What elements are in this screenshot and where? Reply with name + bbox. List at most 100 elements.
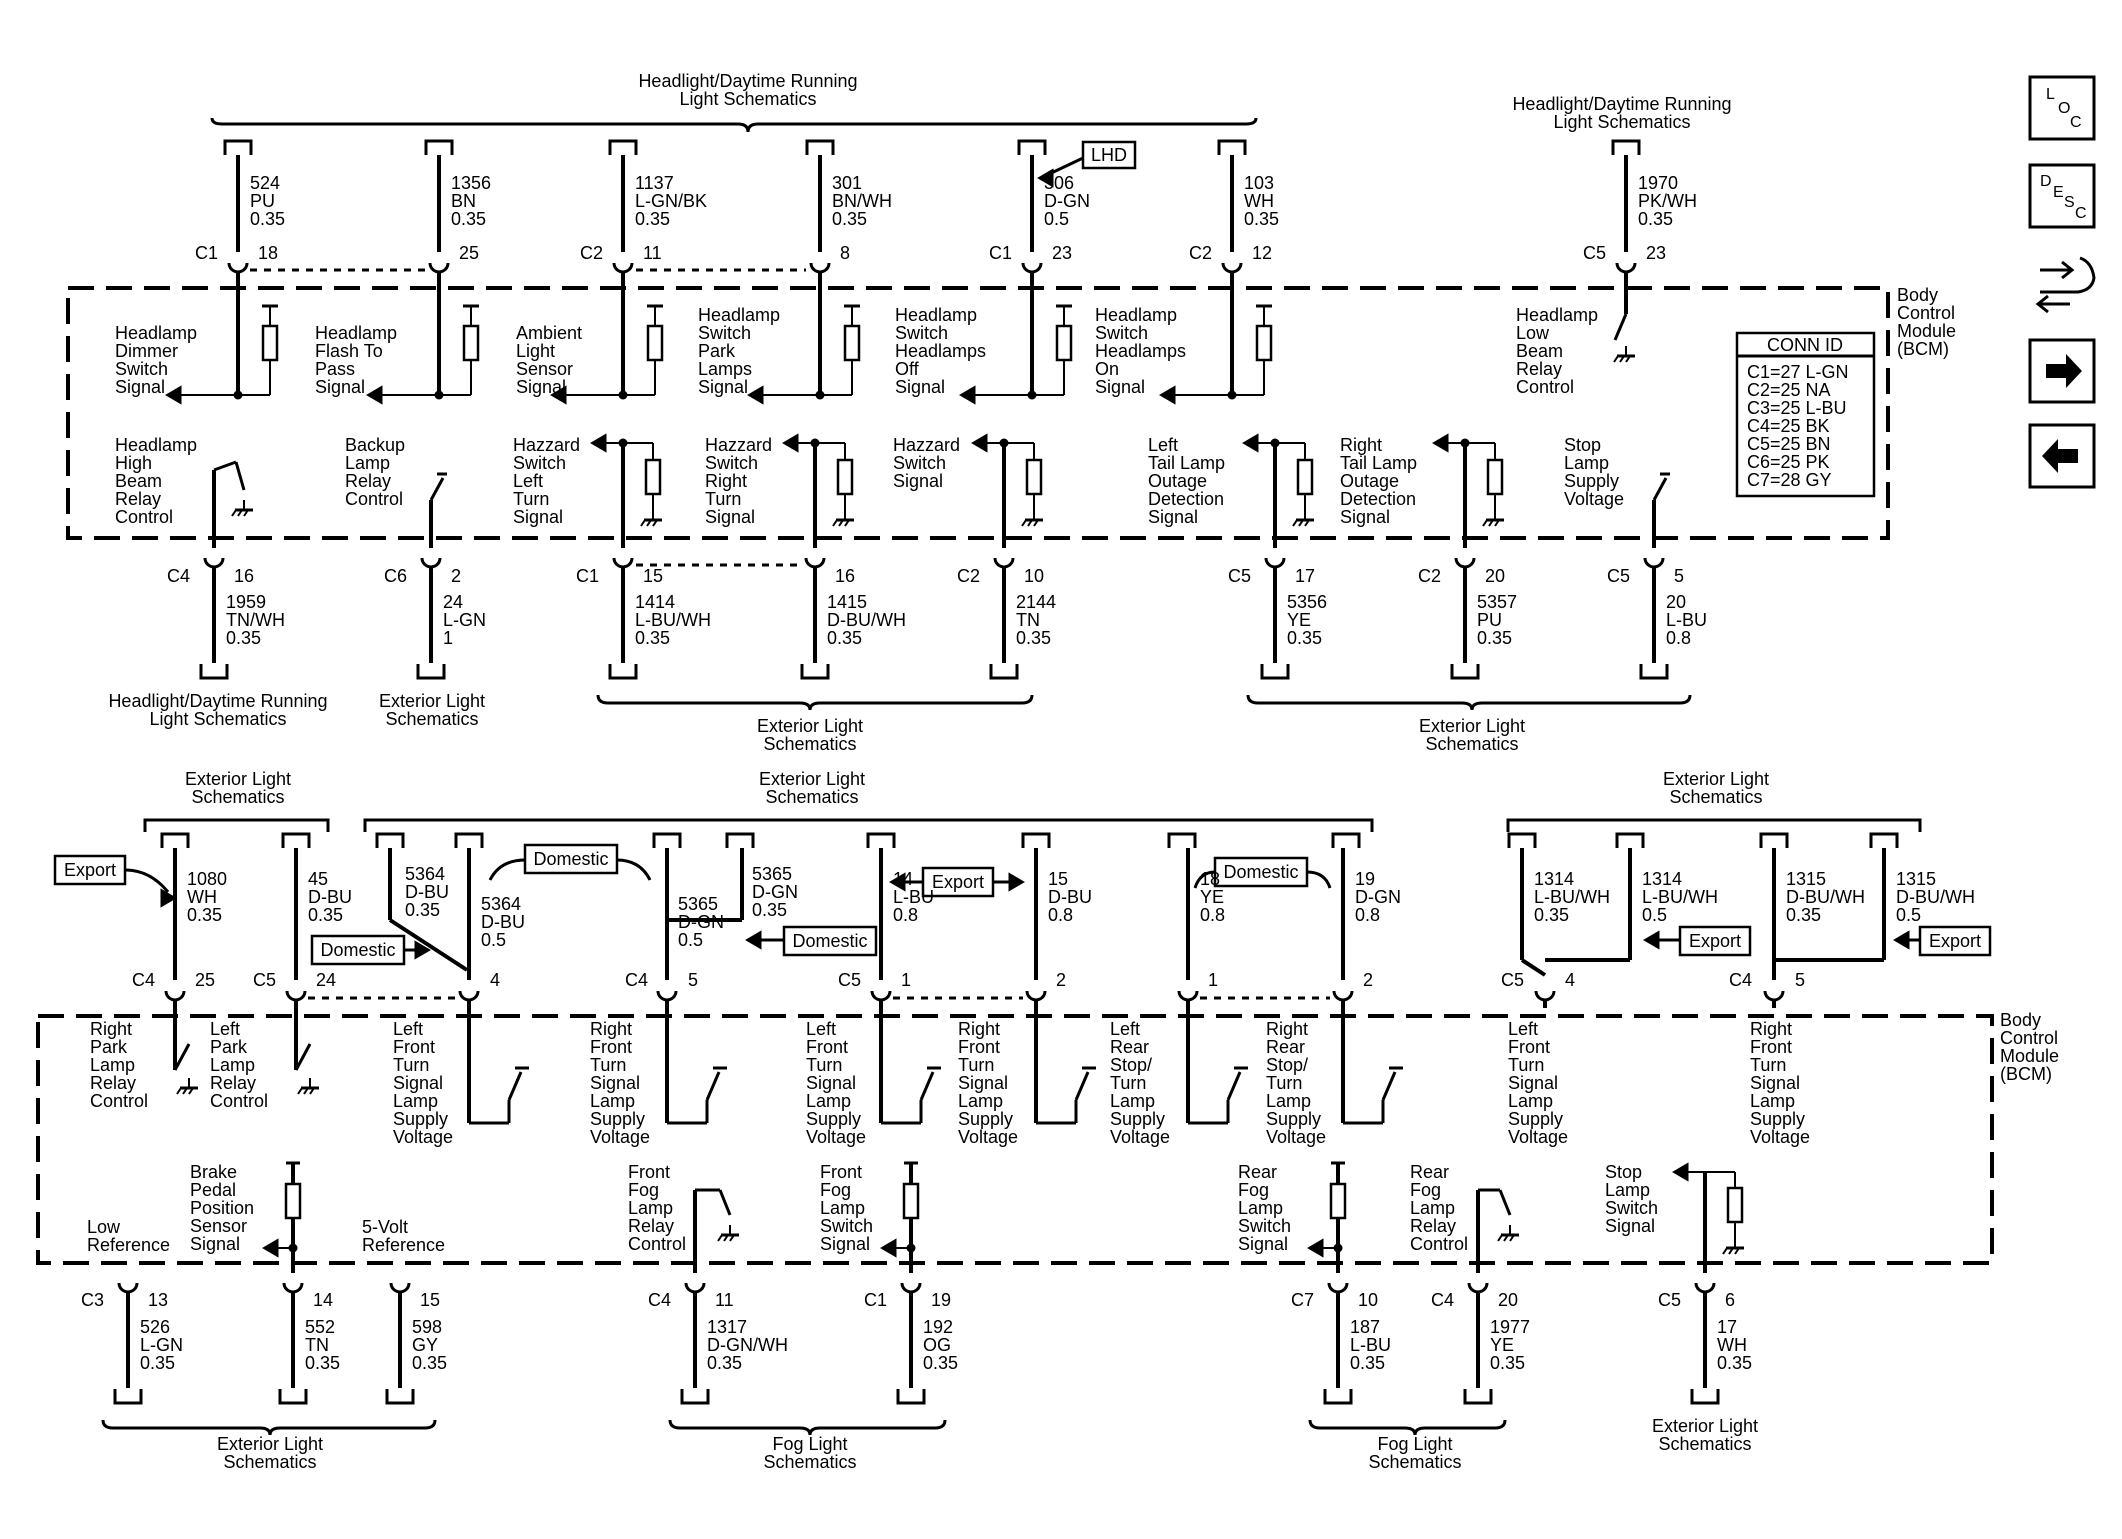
label-line: PU	[1477, 610, 1502, 630]
harness-stub-top	[866, 832, 896, 848]
label-line: Right	[705, 471, 747, 491]
label-line: Front	[1750, 1037, 1792, 1057]
connector-id: C5	[1583, 243, 1606, 263]
loc-letter-o: O	[2058, 100, 2070, 117]
connector-id: C1	[989, 243, 1012, 263]
ground-hatch	[1734, 1247, 1740, 1255]
resistor-icon	[646, 324, 664, 362]
resistor-icon	[1296, 458, 1314, 496]
label-line: D-BU	[1048, 887, 1092, 907]
label-line: D-BU	[405, 882, 449, 902]
resistor-icon	[1025, 458, 1043, 496]
label-line: Voltage	[958, 1127, 1018, 1147]
connector-terminal	[203, 557, 225, 569]
connector-id: C4	[132, 970, 155, 990]
wrench-icon[interactable]	[2035, 256, 2096, 314]
label-line: Signal	[590, 1073, 640, 1093]
label-line: Turn	[1508, 1055, 1544, 1075]
connector-id: C2	[957, 566, 980, 586]
label-line: Signal	[115, 377, 165, 397]
arrow-left-icon[interactable]	[2028, 423, 2096, 489]
connector-id: C1	[195, 243, 218, 263]
connector-pin-number: 20	[1485, 566, 1505, 586]
ground-hatch	[1298, 519, 1304, 527]
label-line: 0.8	[1666, 628, 1691, 648]
harness-brace	[143, 818, 330, 832]
connector-terminal	[164, 990, 186, 1002]
label-line: Relay	[1410, 1216, 1456, 1236]
connector-pin-number: 6	[1725, 1290, 1735, 1310]
label-line: Right	[590, 1019, 632, 1039]
label-line: D-GN/WH	[707, 1335, 788, 1355]
ground-hatch	[1728, 1247, 1734, 1255]
ground-hatch	[1482, 519, 1488, 527]
harness-stub-bottom	[608, 664, 638, 680]
connector-terminal	[804, 557, 826, 569]
label-line: Lamp	[1605, 1180, 1650, 1200]
ground-hatch	[309, 1087, 315, 1095]
connector-terminal	[684, 1282, 706, 1294]
arrow-left-head	[1307, 1238, 1324, 1258]
connector-terminal	[1694, 1282, 1716, 1294]
label-line: 192	[923, 1317, 953, 1337]
label-line: 1314	[1534, 869, 1574, 889]
label-line: Signal	[1148, 507, 1198, 527]
connector-terminal	[1467, 1282, 1489, 1294]
label-line: Lamp	[806, 1091, 851, 1111]
ground-hatch	[1033, 519, 1039, 527]
label-line: 5357	[1477, 592, 1517, 612]
arrow-left-head	[262, 1238, 279, 1258]
label-line: Voltage	[1110, 1127, 1170, 1147]
label-line: Signal	[806, 1073, 856, 1093]
label-line: Exterior Light	[379, 691, 485, 711]
arrow-right-icon[interactable]	[2028, 338, 2096, 404]
label-line: L-BU/WH	[1642, 887, 1718, 907]
label-line: 1959	[226, 592, 266, 612]
conn-id-box	[1735, 331, 1876, 498]
tag-pointer	[616, 858, 652, 881]
connector-pin-number: 11	[715, 1290, 734, 1310]
harness-stub-top	[725, 832, 755, 848]
relay-switch	[294, 1043, 312, 1071]
label-line: Beam	[1516, 341, 1563, 361]
connector-terminal	[1534, 990, 1556, 1002]
location-icon[interactable]: LOC	[2028, 75, 2096, 141]
label-line: Left	[1508, 1019, 1538, 1039]
export-tag	[1918, 925, 1992, 957]
label-line: TN/WH	[226, 610, 285, 630]
label-line: Signal	[698, 377, 748, 397]
harness-stub-top	[160, 832, 190, 848]
label-line: 598	[412, 1317, 442, 1337]
label-line: Fog	[628, 1180, 659, 1200]
ground-hatch	[1613, 355, 1619, 363]
label-line: Signal	[1508, 1073, 1558, 1093]
splice-dot	[810, 438, 820, 448]
arrow-left-head	[782, 433, 799, 453]
label-line: Exterior Light	[1652, 1416, 1758, 1436]
connector-terminal	[282, 1282, 304, 1294]
label-line: PK/WH	[1638, 191, 1697, 211]
label-line: Signal	[1605, 1216, 1655, 1236]
desc-letter-d: D	[2040, 173, 2052, 190]
harness-brace	[668, 1419, 947, 1436]
label-line: Lamp	[393, 1091, 438, 1111]
arrow-left-head	[747, 385, 764, 405]
label-line: Pass	[315, 359, 355, 379]
label-line: C4=25 BK	[1747, 416, 1830, 436]
label-line: C3=25 L-BU	[1747, 398, 1847, 418]
label-line: Turn	[705, 489, 741, 509]
connector-pin-number: 25	[459, 243, 479, 263]
label-line: Signal	[516, 377, 566, 397]
